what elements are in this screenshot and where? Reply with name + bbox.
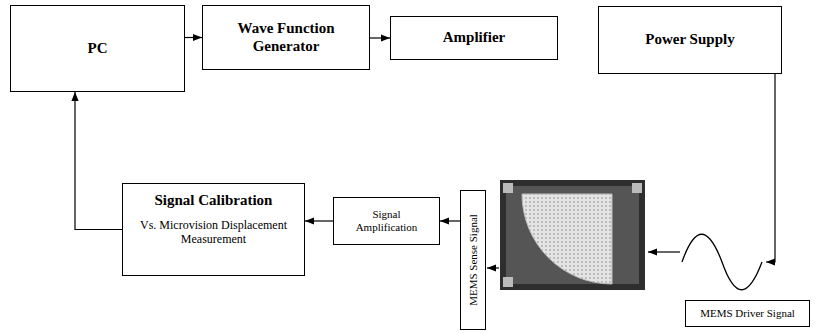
signal-box: MEMS Sense Signal: [460, 190, 486, 330]
flow-arrow: [75, 92, 122, 230]
process-box: Wave Function Generator: [202, 5, 370, 70]
process-box: Amplifier: [390, 16, 558, 60]
chip-frame: [506, 186, 639, 284]
sense-arrow: [487, 267, 499, 268]
box-label: Amplifier: [443, 29, 505, 46]
sine-wave: [682, 234, 762, 290]
mirror-sector: [522, 194, 612, 284]
box-label: MEMS Sense Signal: [467, 214, 480, 306]
process-box: Power Supply: [598, 6, 782, 74]
flow-arrow: [370, 37, 390, 38]
box-label: Wave Function Generator: [216, 20, 356, 55]
signal-box: MEMS Driver Signal: [685, 300, 810, 327]
bond-pad: [632, 183, 642, 193]
box-label: MEMS Driver Signal: [700, 307, 795, 320]
flow-arrow: [305, 220, 333, 221]
chip-body: [500, 180, 645, 290]
process-box: Signal CalibrationVs. Microvision Displa…: [122, 183, 305, 276]
process-box: PC: [10, 5, 185, 92]
box-label: Power Supply: [645, 31, 734, 48]
process-box: Signal Amplification: [333, 197, 440, 245]
mems-chip-image: [500, 180, 645, 290]
driver-arrow: [648, 251, 680, 252]
box-label: Signal Calibration: [155, 192, 273, 209]
box-label: PC: [88, 40, 108, 57]
bond-pad: [503, 183, 513, 193]
box-label: Signal Amplification: [347, 208, 427, 233]
bond-pad: [503, 277, 513, 287]
flow-arrow: [185, 37, 202, 38]
box-body-text: Vs. Microvision Displacement Measurement: [139, 219, 289, 247]
supply-wire: [766, 74, 775, 262]
flow-arrow: [440, 220, 460, 221]
